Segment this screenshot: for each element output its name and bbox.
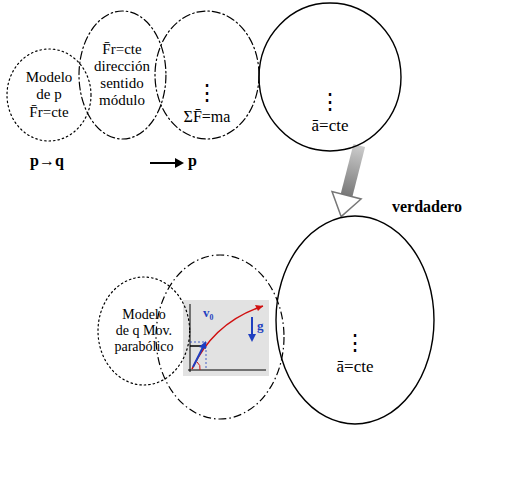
ellipse-line (7, 49, 91, 141)
implication-arrow (150, 158, 184, 168)
ellipse-line (276, 216, 434, 424)
ellipse-outline (275, 215, 435, 425)
concept-text: ā=cte (337, 357, 374, 377)
concept-ellipse: ⋮ā=cte (258, 2, 402, 152)
concept-ellipse: ⋮ΣF̄=ma (154, 10, 260, 140)
concept-ellipse: ⋮ā=cte (275, 215, 435, 425)
concept-text: F̄r=cte dirección sentido módulo (94, 41, 150, 110)
parabolic-figure (183, 300, 269, 376)
edge-label: verdadero (392, 198, 462, 216)
implication-connector (332, 146, 361, 217)
ellipsis-dots: ⋮ (319, 88, 341, 117)
concept-ellipse: F̄r=cte dirección sentido módulo (78, 10, 167, 140)
concept-text: ā=cte (312, 116, 349, 136)
ellipse-line (155, 11, 259, 139)
concept-text: Modelo de p (26, 69, 73, 104)
concept-text: ΣF̄=ma (184, 108, 231, 126)
logic-label: p→q (30, 152, 64, 170)
ellipse-line (79, 11, 166, 139)
picture-ellipse (156, 255, 284, 419)
ellipse-line (98, 277, 190, 385)
vector-label: v₀ (203, 305, 213, 321)
concept-ellipse: Modelo de q Mov. parabólico (97, 276, 191, 386)
concept-text: F̄r=cte (29, 104, 68, 121)
ellipsis-dots: ⋮ (196, 79, 218, 108)
ellipse-line (259, 3, 401, 151)
concept-text: Modelo de q Mov. parabólico (114, 307, 173, 355)
vector-label: g (257, 318, 264, 334)
logic-label: p (188, 152, 197, 170)
ellipsis-dots: ⋮ (344, 329, 366, 358)
connector-body (347, 146, 360, 196)
arrow-head (332, 192, 361, 217)
